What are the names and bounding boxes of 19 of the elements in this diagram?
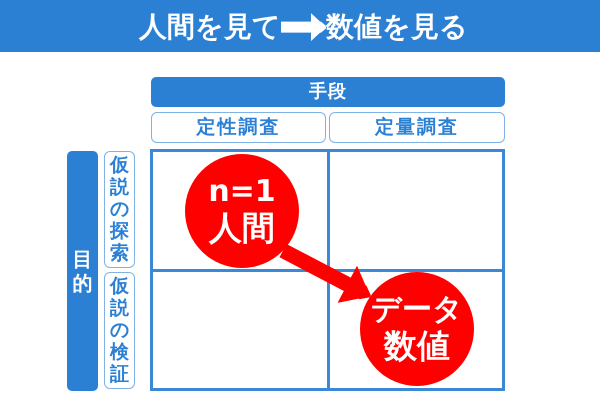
circle-label: データ [371,292,463,328]
arrow [280,244,374,303]
circle-label: 人間 [209,209,275,248]
row-group-header: 目的 [67,151,98,391]
title-banner [0,0,600,52]
arrow [281,13,326,42]
column-header: 定性調査 [151,112,326,143]
matrix-cell [150,149,330,272]
title-text: 人間を見て [139,11,281,44]
row-header: 仮説の探索 [104,151,135,268]
circle-label: n=1 [208,174,276,210]
column-header: 定量調査 [329,112,505,143]
title-text: 数値を見る [326,11,468,44]
circle-label: 数値 [384,327,450,366]
column-group-header: 手段 [151,77,505,107]
matrix-cell [327,269,505,391]
row-header: 仮説の検証 [104,272,135,389]
matrix-cell [327,149,505,272]
matrix-cell [150,269,330,391]
